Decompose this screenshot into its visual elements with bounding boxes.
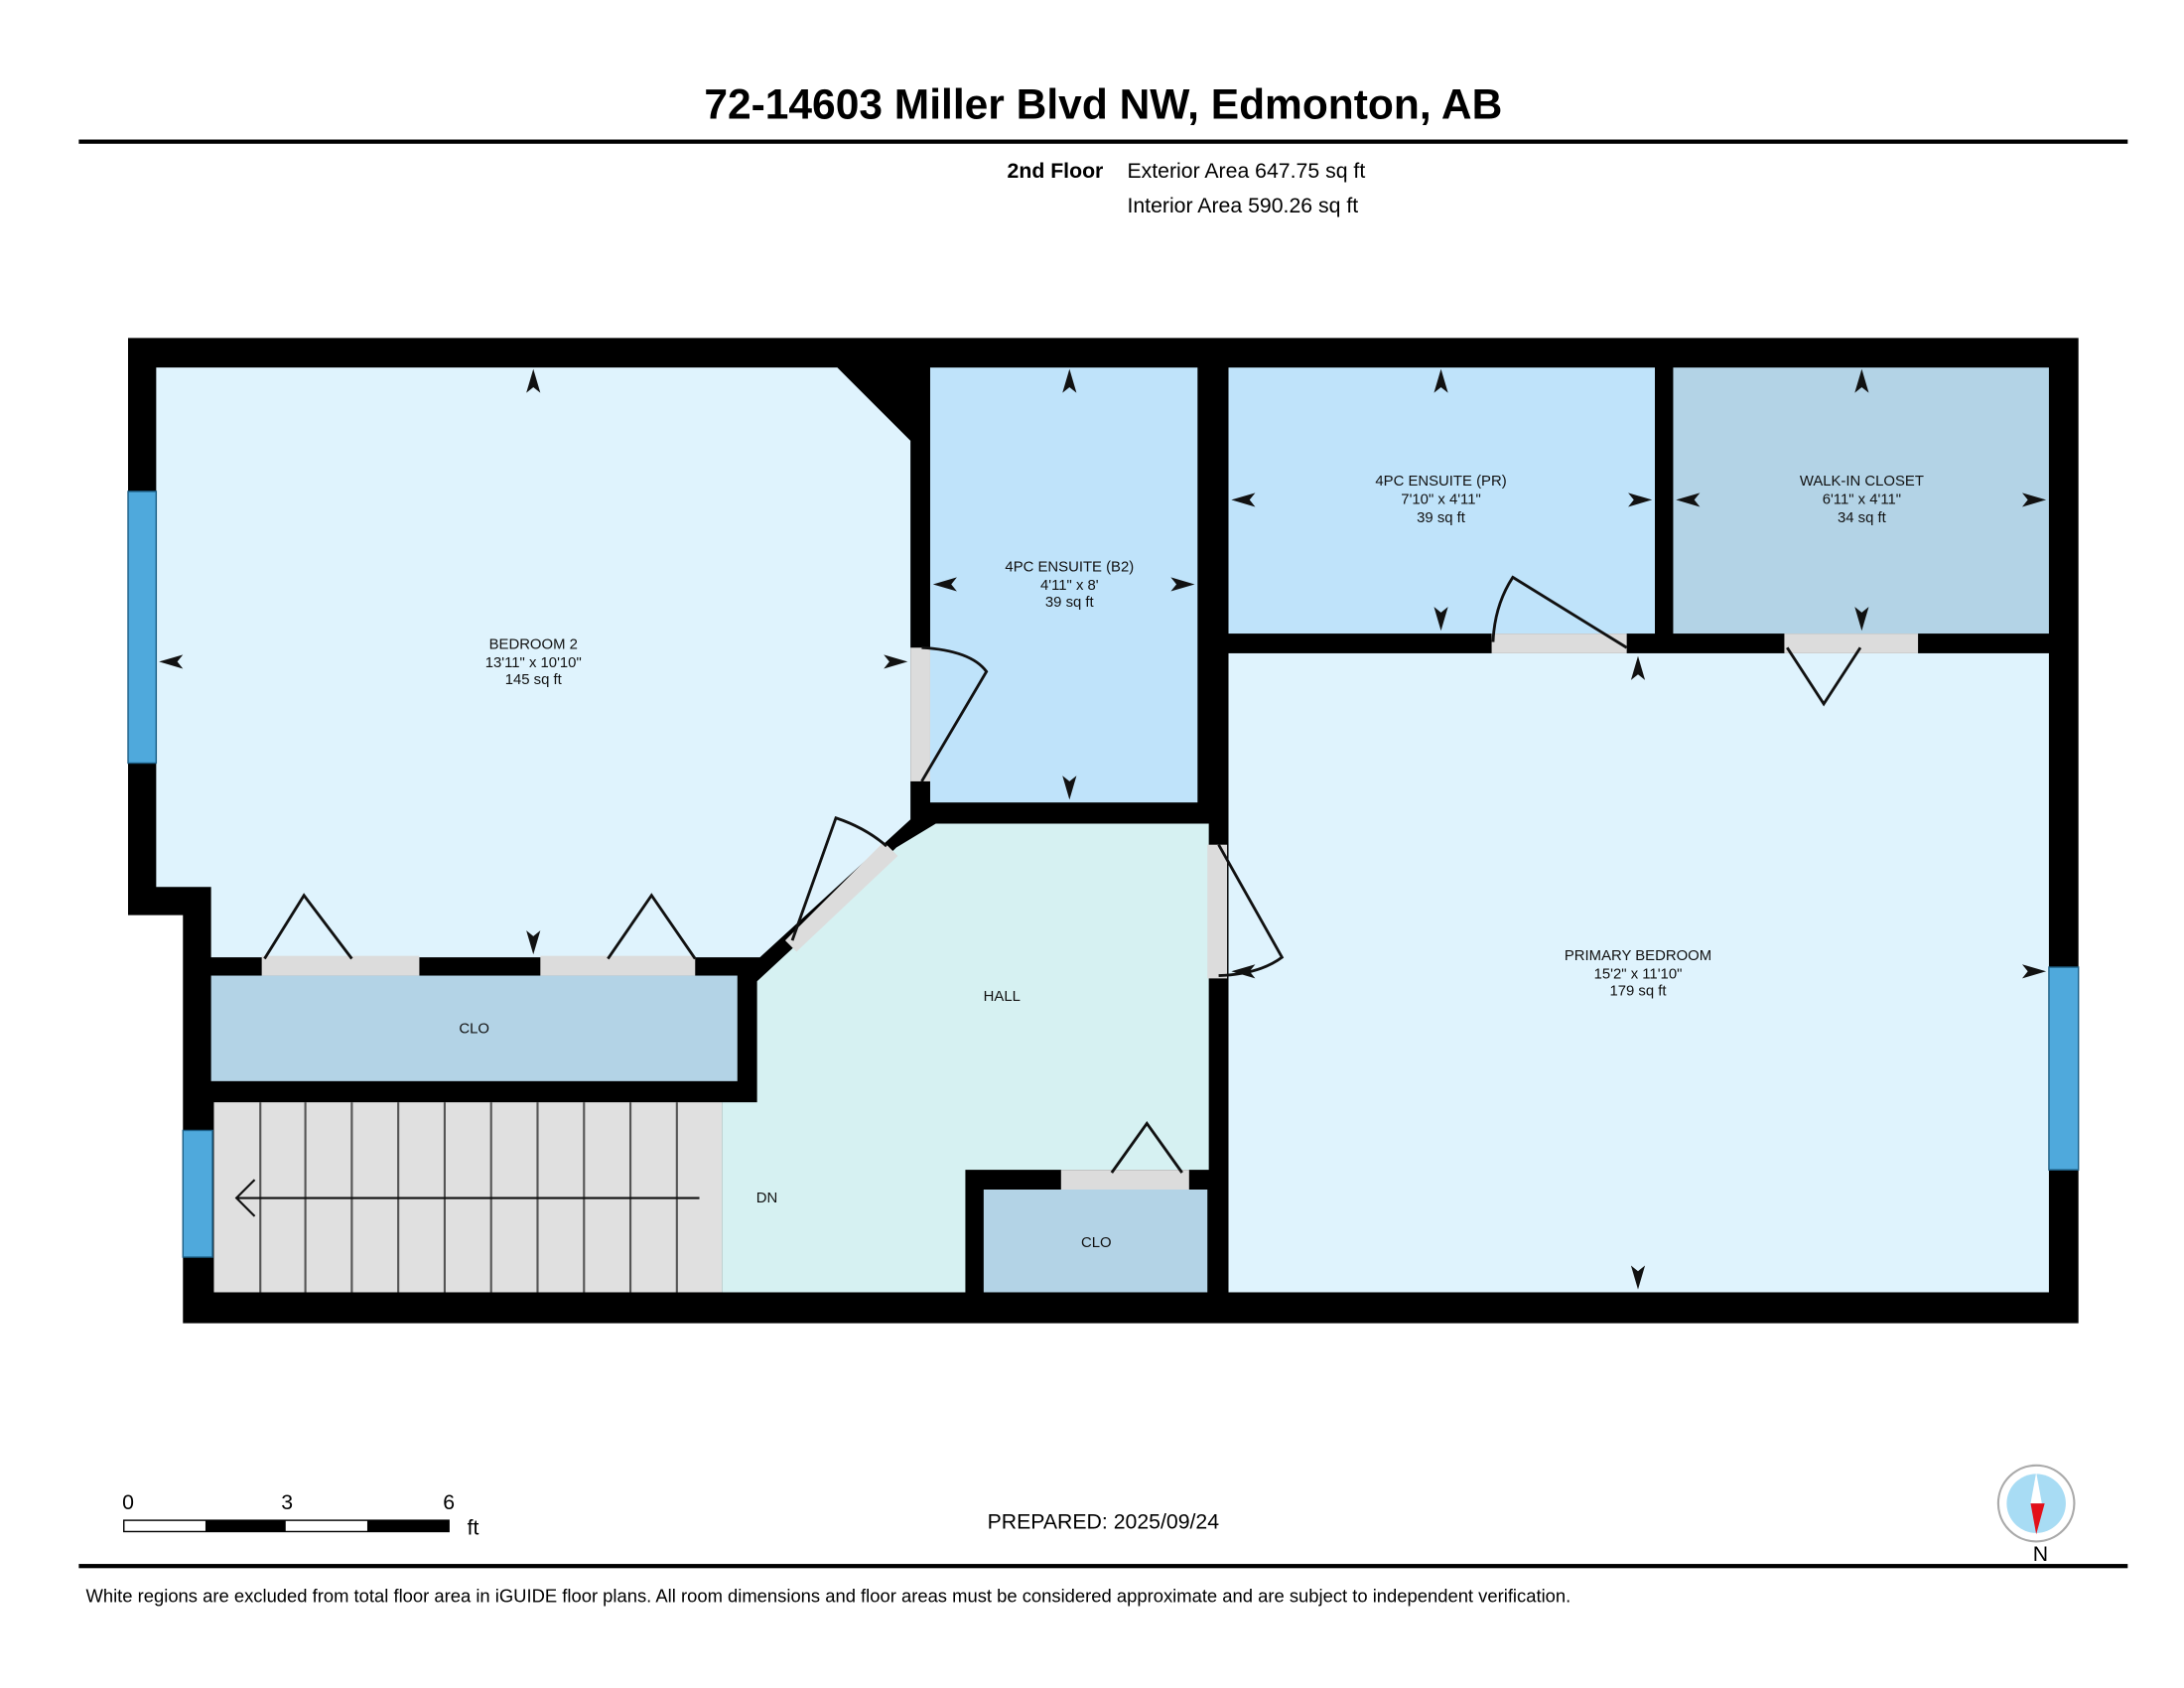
walk-in-area: 34 sq ft	[1838, 510, 1887, 526]
scale-tick-6: 6	[443, 1490, 455, 1514]
interior-area: Interior Area 590.26 sq ft	[1127, 194, 1358, 217]
door-closet-left-1[interactable]	[261, 955, 420, 976]
scale-tick-3: 3	[281, 1490, 293, 1514]
compass-icon: N	[1996, 1464, 2076, 1566]
exterior-area: Exterior Area 647.75 sq ft	[1127, 159, 1365, 183]
door-ensuite-pr[interactable]	[1491, 633, 1627, 653]
dimension-arrows	[159, 368, 2047, 1290]
window-bedroom-2	[127, 491, 158, 765]
footer-rule	[78, 1564, 2128, 1569]
window-stairs	[182, 1129, 213, 1258]
room-closet-hall[interactable]	[983, 1190, 1208, 1293]
ensuite-pr-area: 39 sq ft	[1417, 510, 1466, 526]
window-primary	[2048, 966, 2080, 1171]
door-closet-hall[interactable]	[1060, 1170, 1189, 1191]
ensuite-pr-dims: 7'10" x 4'11"	[1401, 492, 1480, 508]
scale-bar: 0 3 6 ft	[122, 1490, 478, 1540]
stairs-label: DN	[756, 1191, 778, 1206]
bedroom-2-name: BEDROOM 2	[489, 637, 578, 653]
room-ensuite-pr[interactable]	[1228, 367, 1656, 634]
floor-label: 2nd Floor	[1008, 159, 1104, 183]
header-rule	[78, 139, 2128, 144]
hall-name: HALL	[984, 989, 1021, 1005]
door-walk-in[interactable]	[1784, 633, 1919, 653]
closet-hall-name: CLO	[1081, 1235, 1112, 1251]
ensuite-b2-area: 39 sq ft	[1045, 595, 1095, 611]
ensuite-b2-name: 4PC ENSUITE (B2)	[1005, 560, 1134, 576]
door-ensuite-b2[interactable]	[910, 647, 930, 781]
bedroom-2-dims: 13'11" x 10'10"	[485, 655, 582, 671]
door-swings	[263, 575, 1862, 1174]
room-hall[interactable]	[722, 823, 1209, 1293]
door-openings	[261, 633, 1919, 1191]
scale-unit: ft	[468, 1515, 479, 1539]
room-primary-bedroom[interactable]	[1228, 652, 2049, 1293]
walk-in-dims: 6'11" x 4'11"	[1823, 492, 1901, 508]
ensuite-b2-dims: 4'11" x 8'	[1040, 578, 1099, 594]
primary-dims: 15'2" x 11'10"	[1594, 966, 1683, 982]
scale-tick-0: 0	[122, 1490, 134, 1514]
room-closet-left[interactable]	[210, 975, 738, 1081]
walk-in-name: WALK-IN CLOSET	[1800, 474, 1924, 490]
door-bedroom-2[interactable]	[784, 841, 898, 952]
primary-name: PRIMARY BEDROOM	[1565, 948, 1711, 964]
page-title: 72-14603 Miller Blvd NW, Edmonton, AB	[704, 81, 1502, 128]
primary-area: 179 sq ft	[1609, 983, 1667, 999]
bedroom-2-area: 145 sq ft	[505, 672, 563, 688]
room-ensuite-b2[interactable]	[929, 367, 1198, 803]
ensuite-pr-name: 4PC ENSUITE (PR)	[1375, 474, 1506, 490]
stair-direction-arrow-icon	[234, 1179, 700, 1217]
closet-left-name: CLO	[459, 1022, 489, 1038]
door-closet-left-2[interactable]	[540, 955, 696, 976]
disclaimer: White regions are excluded from total fl…	[85, 1585, 1570, 1606]
room-walk-in-closet[interactable]	[1673, 367, 2049, 634]
room-bedroom-2[interactable]	[156, 367, 911, 958]
compass-north-label: N	[2033, 1542, 2048, 1566]
prepared-date: PREPARED: 2025/09/24	[988, 1510, 1220, 1534]
windows	[127, 491, 2080, 1258]
door-primary[interactable]	[1207, 844, 1228, 979]
